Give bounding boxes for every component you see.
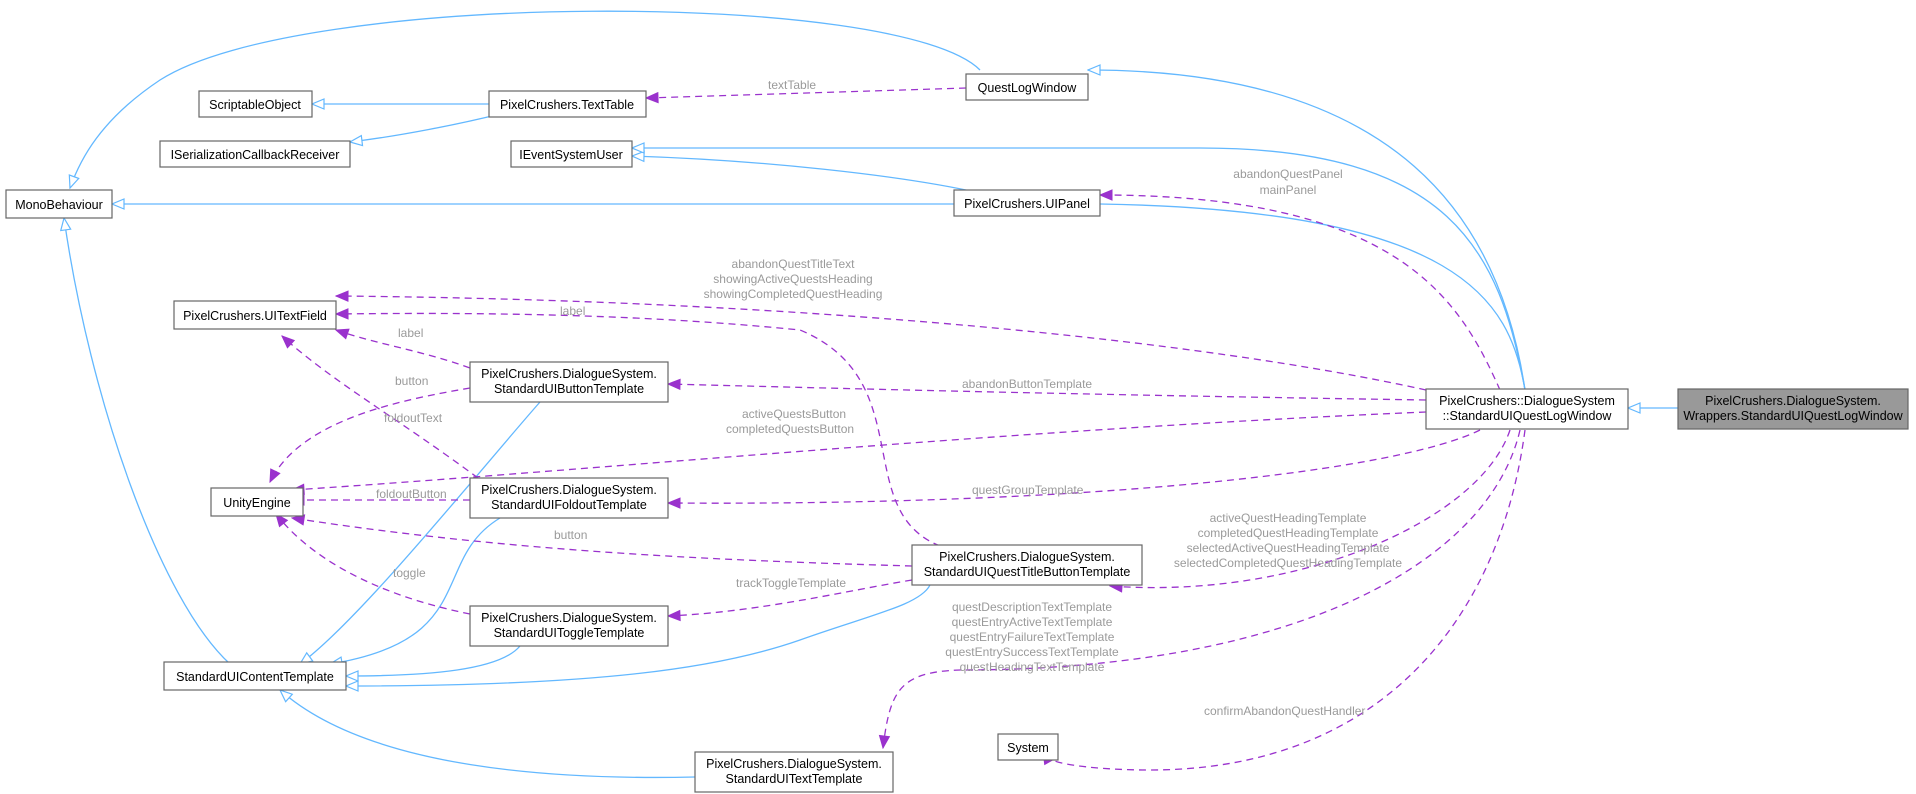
svg-text:PixelCrushers.DialogueSystem.S: PixelCrushers.DialogueSystem.StandardUIT…	[706, 757, 882, 786]
node-iserializationcallbackreceiver[interactable]: ISerializationCallbackReceiver	[159, 140, 351, 168]
node-standarduiquesttitlebuttontemplate[interactable]: PixelCrushers.DialogueSystem.StandardUIQ…	[911, 544, 1143, 586]
svg-text:PixelCrushers.UIPanel: PixelCrushers.UIPanel	[964, 197, 1090, 211]
svg-text:ScriptableObject: ScriptableObject	[209, 98, 301, 112]
svg-text:IEventSystemUser: IEventSystemUser	[519, 148, 623, 162]
svg-text:PixelCrushers.DialogueSystem.S: PixelCrushers.DialogueSystem.StandardUIF…	[481, 483, 657, 512]
edge-buttontemplate-uses-unityengine	[269, 387, 471, 482]
edge-titlebutton-uses-unityengine	[292, 518, 913, 567]
edge-window-uses-foldouttemplate	[668, 429, 1481, 503]
node-standarduiquestlogwindow[interactable]: PixelCrushers::DialogueSystem::StandardU…	[1425, 388, 1629, 430]
node-questlogwindow[interactable]: QuestLogWindow	[965, 73, 1089, 101]
usage-edges	[269, 87, 1526, 771]
node-standarduifoldouttemplate[interactable]: PixelCrushers.DialogueSystem.StandardUIF…	[469, 477, 669, 519]
label-toggletemplate: trackToggleTemplate	[736, 576, 846, 590]
node-texttable[interactable]: PixelCrushers.TextTable	[488, 90, 647, 118]
edge-window-to-monobehaviour-via-panel	[1099, 203, 1526, 391]
edge-texttemplate-to-contenttemplate	[280, 690, 696, 779]
svg-text:ISerializationCallbackReceiver: ISerializationCallbackReceiver	[171, 148, 340, 162]
svg-text:StandardUIContentTemplate: StandardUIContentTemplate	[176, 670, 334, 684]
edge-titlebutton-uses-toggletemplate	[668, 579, 913, 616]
svg-text:PixelCrushers::DialogueSystem:: PixelCrushers::DialogueSystem::StandardU…	[1439, 394, 1615, 423]
svg-text:QuestLogWindow: QuestLogWindow	[978, 81, 1078, 95]
edge-titlebutton-uses-uitextfield	[336, 313, 941, 547]
node-standarduitoggletemplate[interactable]: PixelCrushers.DialogueSystem.StandardUIT…	[469, 605, 669, 647]
label-foldouttext: foldoutText	[384, 411, 443, 425]
node-standarduitexttemplate[interactable]: PixelCrushers.DialogueSystem.StandardUIT…	[694, 751, 894, 793]
label-texttable: textTable	[768, 78, 816, 92]
edge-texttable-to-iserialization	[350, 113, 501, 142]
node-standarduibuttontemplate[interactable]: PixelCrushers.DialogueSystem.StandardUIB…	[469, 361, 669, 403]
edge-uipanel-to-ieventsystemuser	[632, 156, 981, 194]
label-buttontemplate: abandonButtonTemplate	[962, 377, 1092, 391]
edge-window-uses-uipanel	[1100, 195, 1501, 391]
edge-window-uses-titlebuttontemplate	[1110, 429, 1511, 588]
edge-buttontemplate-uses-uitextfield	[336, 330, 471, 369]
label-system: confirmAbandonQuestHandler	[1204, 704, 1365, 718]
edge-window-to-ieventsystemuser	[632, 148, 1526, 391]
label-unity-foldout: foldoutButton	[376, 487, 447, 501]
edge-window-uses-unityengine	[292, 411, 1427, 490]
svg-text:MonoBehaviour: MonoBehaviour	[15, 198, 103, 212]
label-foldouttemplate: questGroupTemplate	[972, 483, 1084, 497]
edge-buttontemplate-to-contenttemplate	[300, 401, 541, 664]
svg-text:PixelCrushers.DialogueSystem.S: PixelCrushers.DialogueSystem.StandardUIB…	[481, 367, 657, 396]
nodes: MonoBehaviour ScriptableObject ISerializ…	[5, 73, 1909, 793]
node-unityengine[interactable]: UnityEngine	[210, 487, 304, 517]
svg-text:System: System	[1007, 741, 1049, 755]
node-system[interactable]: System	[997, 733, 1059, 761]
node-scriptableobject[interactable]: ScriptableObject	[198, 90, 313, 118]
svg-text:PixelCrushers.TextTable: PixelCrushers.TextTable	[500, 98, 634, 112]
label-uitextfield-button: label	[398, 326, 423, 340]
edge-toggletemplate-uses-unityengine	[276, 514, 471, 615]
edge-questlogwindow-uses-texttable	[646, 87, 967, 98]
svg-text:PixelCrushers.UITextField: PixelCrushers.UITextField	[183, 309, 327, 323]
node-ieventsystemuser[interactable]: IEventSystemUser	[510, 140, 633, 168]
edge-toggletemplate-to-contenttemplate	[346, 645, 521, 676]
edge-foldouttemplate-uses-uitextfield	[282, 336, 479, 479]
node-standarduicontenttemplate[interactable]: StandardUIContentTemplate	[163, 661, 347, 691]
label-unity-toggle: toggle	[393, 566, 426, 580]
edge-titlebuttontemplate-to-contenttemplate	[346, 584, 931, 686]
label-uitextfield-titlebutton: label	[560, 304, 585, 318]
svg-text:PixelCrushers.DialogueSystem.W: PixelCrushers.DialogueSystem.Wrappers.St…	[1683, 394, 1903, 423]
edge-window-to-questlogwindow	[1088, 70, 1526, 391]
edge-contenttemplate-to-monobehaviour	[64, 218, 231, 665]
node-uipanel[interactable]: PixelCrushers.UIPanel	[953, 189, 1101, 217]
node-wrapper-standarduiquestlogwindow[interactable]: PixelCrushers.DialogueSystem.Wrappers.St…	[1677, 388, 1909, 430]
svg-text:UnityEngine: UnityEngine	[223, 496, 290, 510]
edge-window-uses-uitextfield	[336, 296, 1427, 391]
svg-text:PixelCrushers.DialogueSystem.S: PixelCrushers.DialogueSystem.StandardUIT…	[481, 611, 657, 640]
label-unity-titlebutton: button	[554, 528, 587, 542]
edge-questlogwindow-to-monobehaviour	[70, 10, 981, 188]
svg-text:PixelCrushers.DialogueSystem.S: PixelCrushers.DialogueSystem.StandardUIQ…	[924, 550, 1131, 579]
edge-foldouttemplate-to-contenttemplate	[330, 517, 501, 664]
edge-window-uses-texttemplate	[883, 429, 1521, 748]
label-unity-button: button	[395, 374, 428, 388]
node-uitextfield[interactable]: PixelCrushers.UITextField	[173, 300, 337, 330]
edge-window-uses-system	[1052, 429, 1526, 771]
inheritance-edges	[64, 10, 1678, 779]
edge-window-uses-buttontemplate	[668, 384, 1427, 401]
node-monobehaviour[interactable]: MonoBehaviour	[5, 189, 113, 219]
